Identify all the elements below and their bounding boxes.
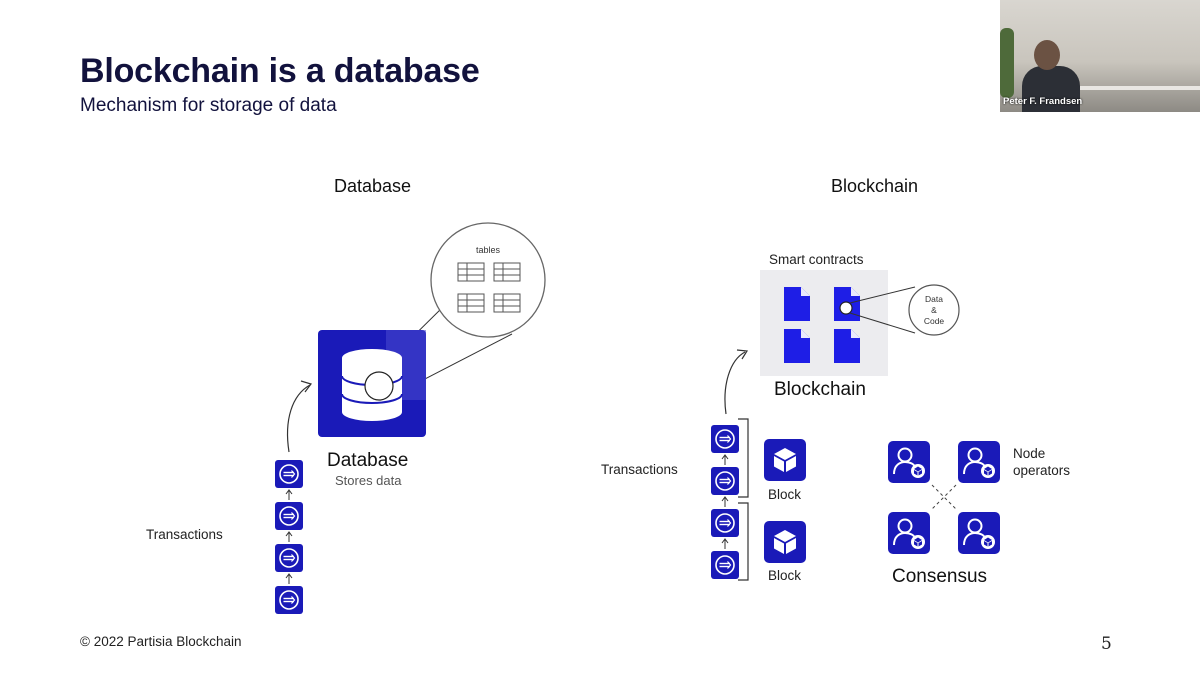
table-icon — [493, 262, 521, 282]
transaction-icon — [274, 585, 304, 615]
block-label: Block — [768, 568, 802, 583]
table-icon — [457, 262, 485, 282]
block-icon — [764, 521, 806, 563]
node-operator-icon — [887, 440, 931, 484]
data-code-zoom-circle — [908, 284, 960, 336]
node-operator-icon — [957, 511, 1001, 555]
tx-chain-arrows — [721, 454, 729, 549]
participant-body — [1022, 66, 1080, 112]
participant-head — [1034, 40, 1060, 70]
transaction-icon — [710, 466, 740, 496]
slide-title: Blockchain is a database — [80, 52, 480, 90]
database-heading: Database — [334, 176, 412, 196]
block-label: Block — [768, 487, 802, 502]
node-operator-icon — [887, 511, 931, 555]
tx-chain-arrows — [285, 489, 293, 584]
table-icon — [457, 293, 485, 313]
tx-to-blockchain-arrow — [724, 351, 746, 415]
copyright-footer: © 2022 Partisia Blockchain — [80, 634, 242, 649]
database-label: Database — [327, 450, 409, 471]
participant-video-tile[interactable]: Peter F. Frandsen — [1000, 0, 1200, 112]
transaction-icon — [274, 501, 304, 531]
transactions-label-right: Transactions — [601, 462, 678, 477]
smart-contracts-label: Smart contracts — [769, 252, 864, 267]
page-number: 5 — [1101, 634, 1112, 654]
block-brackets — [738, 418, 749, 581]
database-caption: Stores data — [335, 473, 402, 488]
consensus-links — [931, 484, 957, 510]
transaction-icon — [710, 508, 740, 538]
zoom-focus-circle — [364, 371, 394, 401]
contract-icon — [834, 329, 860, 363]
data-code-label: Data & Code — [923, 294, 945, 326]
participant-name: Peter F. Frandsen — [1003, 96, 1083, 107]
consensus-label: Consensus — [892, 566, 988, 587]
tables-zoom-circle — [430, 222, 546, 338]
tables-label: tables — [475, 245, 501, 255]
contract-icon — [784, 329, 810, 363]
transaction-icon — [710, 424, 740, 454]
table-icon — [493, 293, 521, 313]
transaction-icon — [274, 543, 304, 573]
node-operators-label: Node operators — [1013, 446, 1071, 478]
transactions-label-left: Transactions — [146, 527, 223, 542]
slide-subtitle: Mechanism for storage of data — [80, 95, 337, 116]
block-icon — [764, 439, 806, 481]
transaction-icon — [710, 550, 740, 580]
transaction-icon — [274, 459, 304, 489]
contract-zoom-focus — [839, 301, 853, 315]
desk-shape — [1070, 86, 1200, 90]
blockchain-label: Blockchain — [774, 379, 866, 400]
tx-to-db-arrow — [286, 384, 311, 453]
plant-shape — [1000, 28, 1014, 98]
contract-icon — [784, 287, 810, 321]
blockchain-heading: Blockchain — [831, 176, 919, 196]
node-operator-icon — [957, 440, 1001, 484]
smart-contracts-panel — [760, 270, 888, 376]
